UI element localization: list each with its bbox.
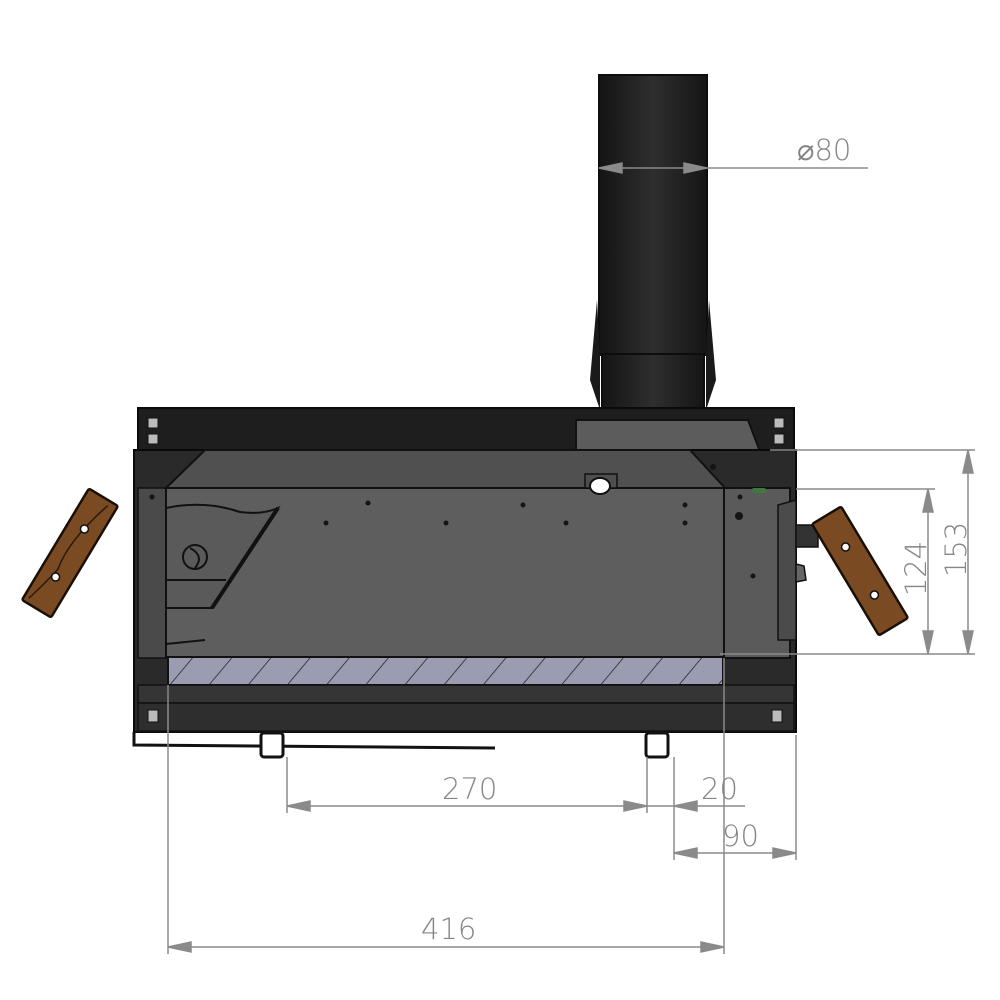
height-outer-label: 153 bbox=[939, 521, 974, 578]
height-inner-label: 124 bbox=[899, 540, 934, 597]
stove-body bbox=[133, 407, 819, 733]
left-wood-handle bbox=[21, 488, 119, 618]
base-rail bbox=[132, 731, 670, 759]
foot-offset-label: 20 bbox=[701, 772, 738, 806]
flue-diameter-value: 80 bbox=[814, 133, 852, 167]
dimension-lines bbox=[167, 162, 975, 954]
foot-spacing-label: 270 bbox=[442, 772, 498, 806]
rear-offset-label: 90 bbox=[722, 819, 759, 853]
flue-diameter-label: ⌀80 bbox=[797, 136, 851, 165]
flue-pipe bbox=[590, 74, 716, 413]
diameter-symbol-icon: ⌀ bbox=[797, 133, 815, 167]
right-wood-handle bbox=[811, 506, 909, 636]
width-total-label: 416 bbox=[421, 912, 477, 946]
